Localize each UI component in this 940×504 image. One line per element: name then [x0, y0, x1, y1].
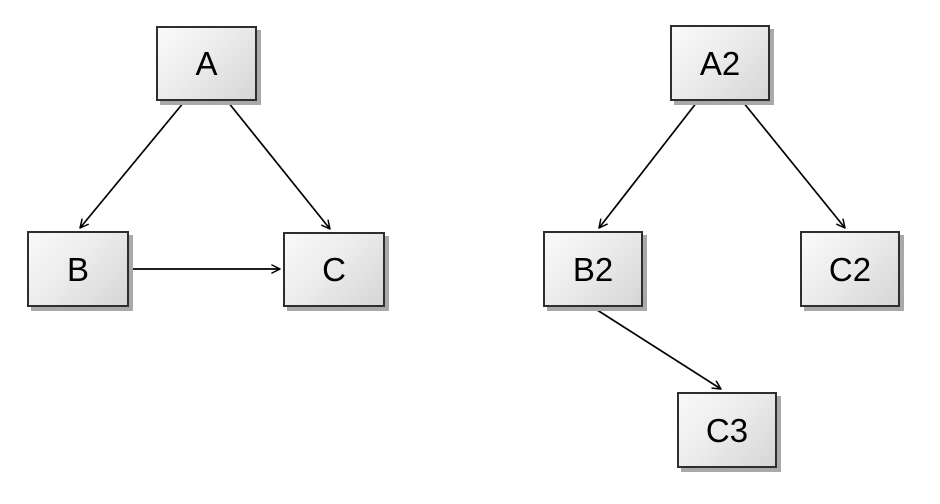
node-B[interactable]: B: [27, 231, 129, 307]
node-C[interactable]: C: [283, 232, 385, 307]
node-label-C: C: [322, 251, 346, 288]
node-C3[interactable]: C3: [677, 392, 777, 468]
node-label-B: B: [66, 250, 89, 288]
node-A2[interactable]: A2: [670, 25, 770, 101]
node-label-C3: C3: [705, 411, 749, 449]
node-B2[interactable]: B2: [543, 231, 643, 307]
edge-A-to-B: [79, 101, 185, 229]
edge-A2-to-C2: [742, 101, 846, 229]
node-C2[interactable]: C2: [800, 231, 900, 307]
node-label-B2: B2: [572, 250, 614, 288]
edge-A2-to-B2: [598, 101, 698, 229]
node-label-C2: C2: [828, 250, 872, 288]
edge-B2-to-C3: [593, 307, 722, 390]
edge-A-to-C: [227, 101, 331, 230]
node-label-A2: A2: [699, 44, 741, 82]
node-A[interactable]: A: [156, 26, 257, 101]
node-label-A: A: [195, 45, 218, 82]
